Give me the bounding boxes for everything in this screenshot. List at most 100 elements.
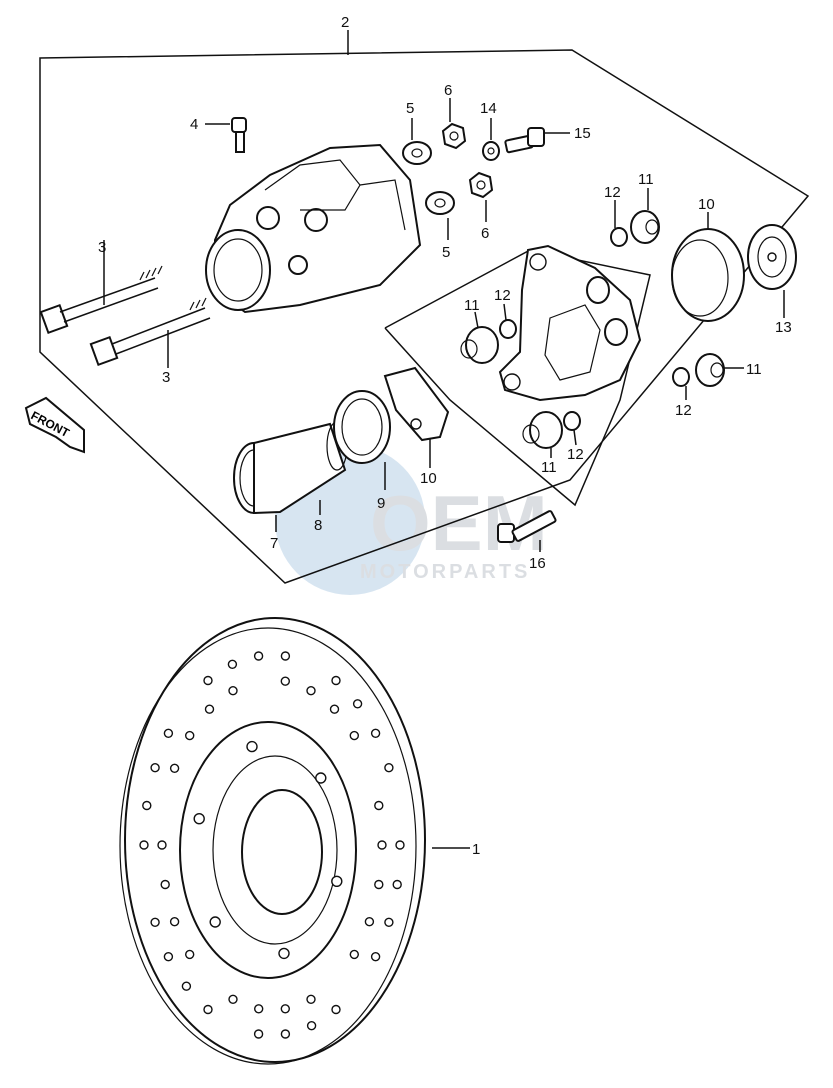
oring-c — [672, 367, 690, 387]
callout-11d: 11 — [541, 459, 557, 476]
brake-disc — [119, 617, 426, 1065]
disc-mount-hole — [315, 772, 327, 784]
disc-hole — [228, 686, 238, 696]
disc-hole — [331, 1004, 341, 1015]
callout-12a: 12 — [604, 184, 621, 201]
callout-12d: 12 — [567, 446, 584, 463]
disc-hole — [370, 952, 381, 962]
callout-6a: 6 — [444, 82, 452, 99]
disc-hole — [280, 1004, 290, 1014]
disc-hole — [150, 763, 160, 773]
callout-3b: 3 — [162, 369, 170, 386]
callout-11b: 11 — [464, 297, 480, 314]
disc-hole — [169, 917, 180, 927]
disc-bolt — [497, 510, 557, 543]
callout-5a: 5 — [406, 100, 414, 117]
disc-hole — [280, 1029, 291, 1039]
disc-hole — [203, 1004, 213, 1015]
disc-hole — [364, 917, 375, 927]
sleeve-a — [460, 326, 499, 364]
disc-hole — [374, 879, 384, 890]
disc-hole — [370, 728, 381, 738]
assembly-frame — [39, 49, 810, 584]
disc-hole — [306, 994, 316, 1004]
oring-d — [563, 411, 581, 431]
disc-hole — [331, 675, 341, 686]
nut-lower — [468, 171, 494, 199]
disc-hole — [329, 704, 340, 714]
disc-hole — [374, 800, 384, 811]
callout-5b: 5 — [442, 244, 450, 261]
disc-hole — [352, 699, 363, 709]
oring-a — [499, 319, 517, 339]
disc-hole — [228, 994, 238, 1004]
disc-holes — [139, 651, 405, 1039]
callout-14: 14 — [480, 100, 497, 117]
watermark-sub: MOTORPARTS — [360, 561, 530, 583]
callout-6b: 6 — [481, 225, 489, 242]
disc-hole — [163, 728, 174, 738]
callout-16: 16 — [529, 555, 546, 572]
disc-mount-hole — [331, 875, 343, 887]
callout-1: 1 — [472, 841, 480, 858]
callout-11a: 11 — [638, 171, 654, 188]
dust-cover-right — [671, 228, 745, 322]
disc-mount-hole — [209, 916, 221, 928]
small-washer — [482, 141, 500, 161]
cap-13 — [747, 224, 797, 290]
disc-hole — [184, 949, 195, 960]
disc-hole — [395, 840, 405, 850]
disc-hole — [349, 730, 359, 741]
callout-12c: 12 — [675, 402, 692, 419]
callout-11c: 11 — [746, 361, 762, 378]
caliper-body — [205, 143, 422, 314]
disc-hole — [204, 704, 215, 714]
callout-8: 8 — [314, 517, 322, 534]
disc-mount-hole — [193, 813, 205, 825]
sleeve-b — [630, 210, 660, 244]
oring-b — [610, 227, 628, 247]
front-arrow-icon: FRONT — [24, 396, 85, 454]
bleed-valve — [205, 117, 247, 153]
caliper-bolt-upper — [39, 265, 163, 335]
disc-hole — [384, 917, 394, 927]
sleeve-c — [695, 353, 725, 387]
disc-hole — [203, 675, 213, 686]
bracket-bosses — [586, 276, 628, 346]
disc-hole — [253, 651, 264, 661]
disc-hole — [280, 651, 291, 661]
callout-9: 9 — [377, 495, 385, 512]
watermark-brand: OEM — [370, 479, 548, 567]
disc-hole — [184, 730, 195, 741]
callout-15: 15 — [574, 125, 591, 142]
washer-lower — [425, 191, 455, 215]
caliper-bolt-lower — [89, 297, 211, 367]
disc-hole — [150, 917, 160, 927]
disc-hole — [181, 981, 192, 991]
disc-hole — [254, 1004, 264, 1014]
bleed-bolt — [504, 127, 545, 154]
dust-seal — [333, 390, 391, 464]
callout-3a: 3 — [98, 239, 106, 256]
callout-10b: 10 — [420, 470, 437, 487]
brake-pad — [383, 366, 450, 442]
disc-hole — [349, 949, 359, 960]
callout-13: 13 — [775, 319, 792, 336]
disc-mount-hole — [246, 740, 258, 753]
disc-hole — [377, 840, 387, 850]
callout-7: 7 — [270, 535, 278, 552]
disc-hole — [157, 840, 167, 850]
callout-10a: 10 — [698, 196, 715, 213]
disc-hole — [163, 952, 174, 962]
washer-upper — [402, 141, 432, 165]
callout-2: 2 — [341, 14, 349, 31]
disc-hole — [160, 879, 170, 890]
disc-hole — [253, 1029, 264, 1039]
piston — [253, 421, 348, 515]
disc-hole — [280, 676, 290, 686]
disc-hole — [392, 879, 402, 890]
callout-4: 4 — [190, 116, 198, 133]
disc-hole — [306, 1020, 317, 1031]
disc-hole — [384, 763, 394, 773]
